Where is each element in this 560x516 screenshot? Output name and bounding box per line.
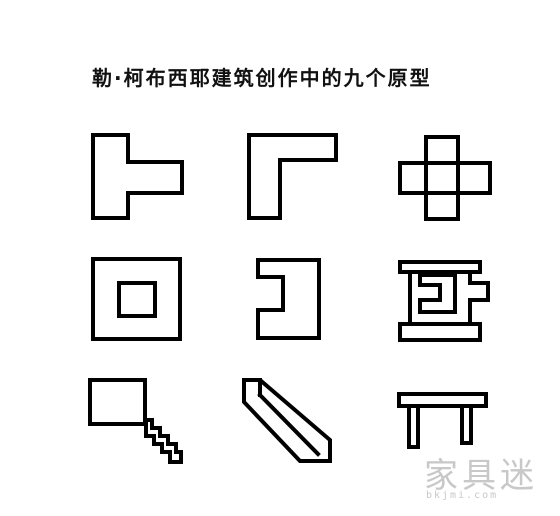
prototype-7-square-with-stair: [88, 378, 183, 464]
page-title: 勒·柯布西耶建筑创作中的九个原型: [92, 66, 432, 90]
prototype-4-outer-square: [91, 257, 182, 341]
prototype-2-l-shape: [247, 133, 338, 220]
prototype-3-cross-shape: [398, 135, 492, 221]
prototype-1-t-shape: [91, 133, 184, 220]
watermark-logo: 家具迷: [424, 456, 538, 496]
prototype-5-c-shape: [256, 258, 321, 340]
watermark-url: bkjmi.com: [426, 490, 499, 501]
prototype-4-inner-square: [117, 281, 157, 318]
prototype-9-right-leg: [460, 404, 473, 445]
prototype-6-inner-notch: [418, 273, 457, 314]
prototype-8-ramp-slope: [257, 392, 321, 457]
prototype-9-left-leg: [407, 404, 420, 449]
prototype-9-table-top: [397, 392, 488, 408]
